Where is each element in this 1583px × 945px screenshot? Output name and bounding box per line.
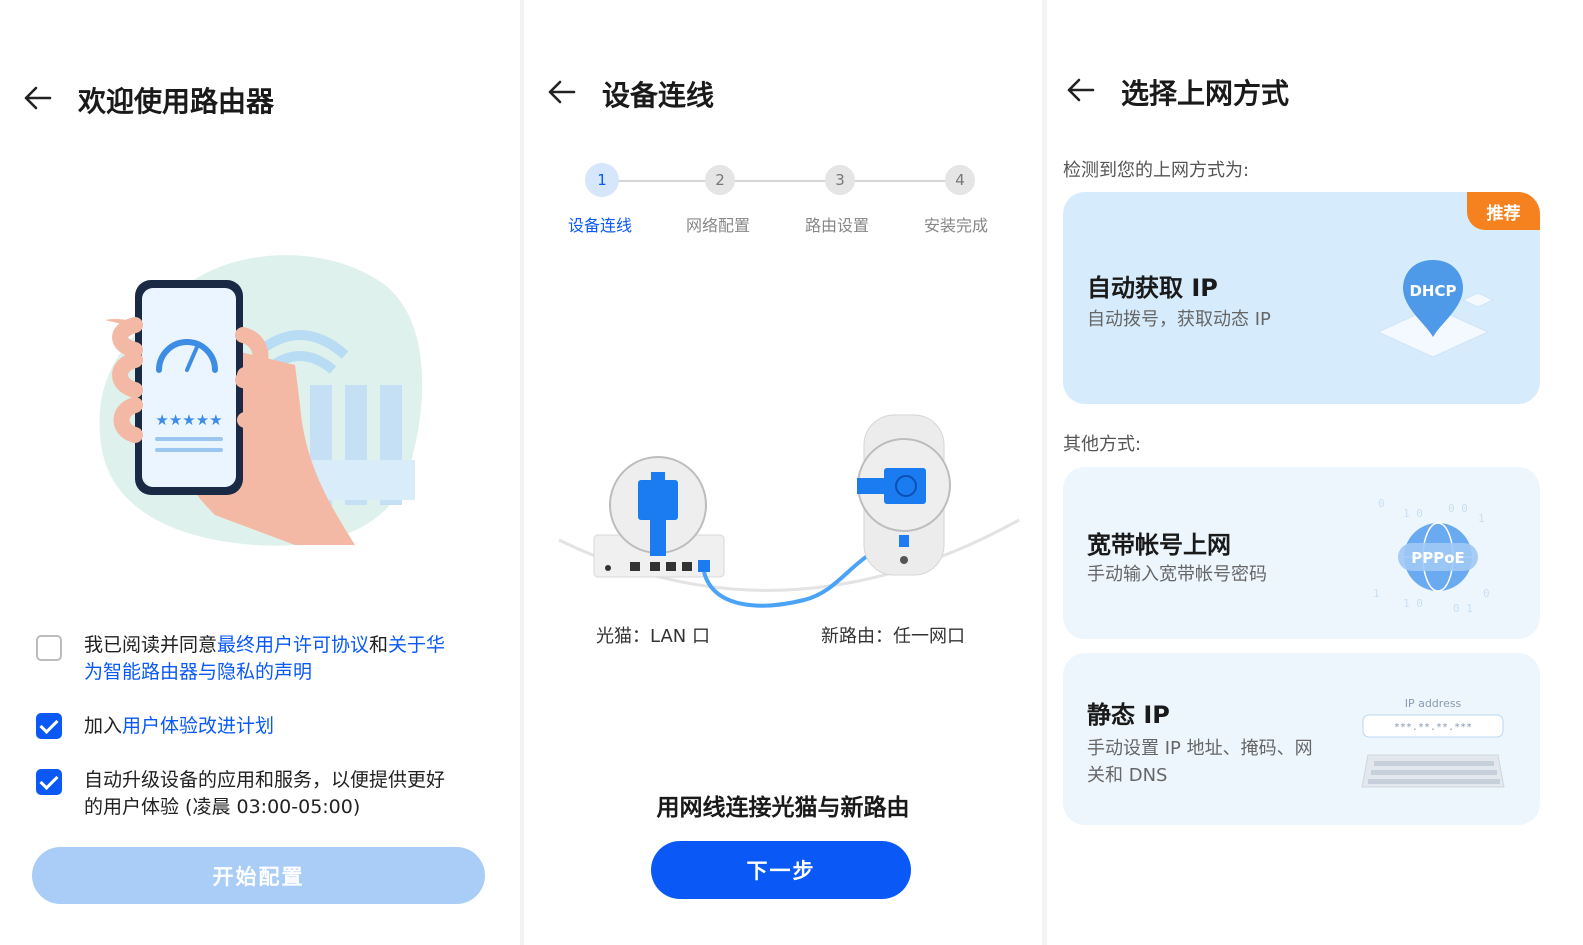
svg-text:0: 0 (1483, 587, 1490, 600)
next-step-button[interactable]: 下一步 (651, 841, 911, 899)
svg-text:1 0: 1 0 (1403, 597, 1423, 610)
page-title: 选择上网方式 (1121, 77, 1290, 110)
agree-checkbox[interactable] (36, 635, 62, 661)
modem-port-label: 光猫：LAN 口 (596, 626, 710, 647)
panel-divider (520, 0, 524, 945)
auto-upgrade-line2: 的用户体验 (凌晨 03:00-05:00) (84, 796, 361, 818)
privacy-link-cont[interactable]: 为智能路由器与隐私的声明 (84, 661, 313, 683)
start-config-button[interactable]: 开始配置 (32, 847, 485, 904)
svg-text:0: 0 (1378, 497, 1385, 510)
step-4-label: 安装完成 (924, 216, 989, 235)
agree-text: 我已阅读并同意最终用户许可协议和关于华 为智能路由器与隐私的声明 (84, 632, 484, 686)
stepper-track (618, 180, 958, 182)
recommended-badge: 推荐 (1467, 192, 1540, 230)
back-arrow-icon[interactable] (1063, 72, 1099, 108)
step-2-dot: 2 (705, 165, 735, 195)
ux-plan-text: 加入用户体验改进计划 (84, 713, 274, 740)
other-methods-label: 其他方式: (1063, 434, 1142, 455)
static-ip-desc: 手动设置 IP 地址、掩码、网 关和 DNS (1087, 735, 1357, 789)
page-title: 欢迎使用路由器 (78, 85, 275, 118)
static-ip-desc-line1: 手动设置 IP 地址、掩码、网 (1087, 738, 1313, 759)
ux-plan-link[interactable]: 用户体验改进计划 (122, 715, 275, 737)
detected-label: 检测到您的上网方式为: (1063, 160, 1250, 181)
static-ip-option-card[interactable]: 静态 IP 手动设置 IP 地址、掩码、网 关和 DNS IP address … (1063, 653, 1540, 825)
ux-label: 加入 (84, 715, 123, 737)
router-port-label: 新路由：任一网口 (821, 626, 965, 647)
step-2-label: 网络配置 (686, 216, 751, 235)
eula-link[interactable]: 最终用户许可协议 (217, 634, 370, 656)
svg-text:PPPoE: PPPoE (1411, 549, 1465, 567)
modem-router-cable-illustration (558, 414, 1020, 608)
phone-speed-illustration: ★★★★★ (99, 255, 423, 546)
pppoe-globe-icon: 0 1 0 0 0 1 1 1 0 0 1 0 PPPoE (1373, 497, 1490, 615)
agree-and: 和 (369, 634, 389, 656)
internet-mode-screen: 选择上网方式 检测到您的上网方式为: 推荐 自动获取 IP 自动拨号，获取动态 … (1047, 0, 1583, 945)
dhcp-icon: DHCP (1376, 260, 1495, 358)
panel-divider (1042, 0, 1047, 945)
pppoe-desc: 手动输入宽带帐号密码 (1087, 564, 1267, 585)
back-arrow-icon[interactable] (20, 80, 56, 116)
dhcp-title: 自动获取 IP (1087, 274, 1218, 302)
static-ip-desc-line2: 关和 DNS (1087, 765, 1168, 786)
keyboard-ip-icon: IP address ***.**.**.*** (1361, 697, 1505, 788)
dhcp-option-card[interactable]: 推荐 自动获取 IP 自动拨号，获取动态 IP DHCP (1063, 192, 1540, 404)
svg-text:0 1: 0 1 (1453, 602, 1473, 615)
dhcp-desc: 自动拨号，获取动态 IP (1087, 309, 1271, 330)
device-wiring-screen: 设备连线 1 2 3 4 设备连线 网络配置 路由设置 安装完成 光猫：LAN … (524, 0, 1042, 945)
svg-text:★★★★★: ★★★★★ (155, 411, 222, 429)
step-4-dot: 4 (945, 165, 975, 195)
svg-text:1: 1 (1478, 512, 1485, 525)
svg-text:***.**.**.***: ***.**.**.*** (1394, 722, 1472, 733)
pppoe-title: 宽带帐号上网 (1087, 531, 1231, 559)
svg-text:0 0: 0 0 (1448, 502, 1468, 515)
step-1-label: 设备连线 (568, 216, 633, 235)
pppoe-option-card[interactable]: 宽带帐号上网 手动输入宽带帐号密码 0 1 0 0 0 1 1 1 0 0 1 0 PPPo… (1063, 467, 1540, 639)
auto-upgrade-line1: 自动升级设备的应用和服务，以便提供更好 (84, 769, 446, 791)
step-1-dot: 1 (585, 163, 619, 197)
back-arrow-icon[interactable] (544, 74, 580, 110)
privacy-link[interactable]: 关于华 (388, 634, 446, 656)
wiring-instruction: 用网线连接光猫与新路由 (656, 795, 910, 821)
svg-text:1 0: 1 0 (1403, 507, 1423, 520)
svg-text:IP address: IP address (1405, 697, 1462, 710)
auto-upgrade-checkbox[interactable] (36, 769, 62, 795)
agree-label: 我已阅读并同意 (84, 634, 218, 656)
step-3-dot: 3 (825, 165, 855, 195)
welcome-screen: 欢迎使用路由器 ★★★★★ 我已阅读并同意最终用户许可协议和关于华 为智能路由器… (0, 0, 520, 945)
ux-plan-checkbox[interactable] (36, 713, 62, 739)
auto-upgrade-text: 自动升级设备的应用和服务，以便提供更好 的用户体验 (凌晨 03:00-05:0… (84, 767, 504, 821)
static-ip-title: 静态 IP (1087, 701, 1170, 729)
svg-text:DHCP: DHCP (1409, 282, 1456, 300)
step-3-label: 路由设置 (805, 216, 870, 235)
svg-text:1: 1 (1373, 587, 1380, 600)
page-title: 设备连线 (602, 79, 715, 112)
